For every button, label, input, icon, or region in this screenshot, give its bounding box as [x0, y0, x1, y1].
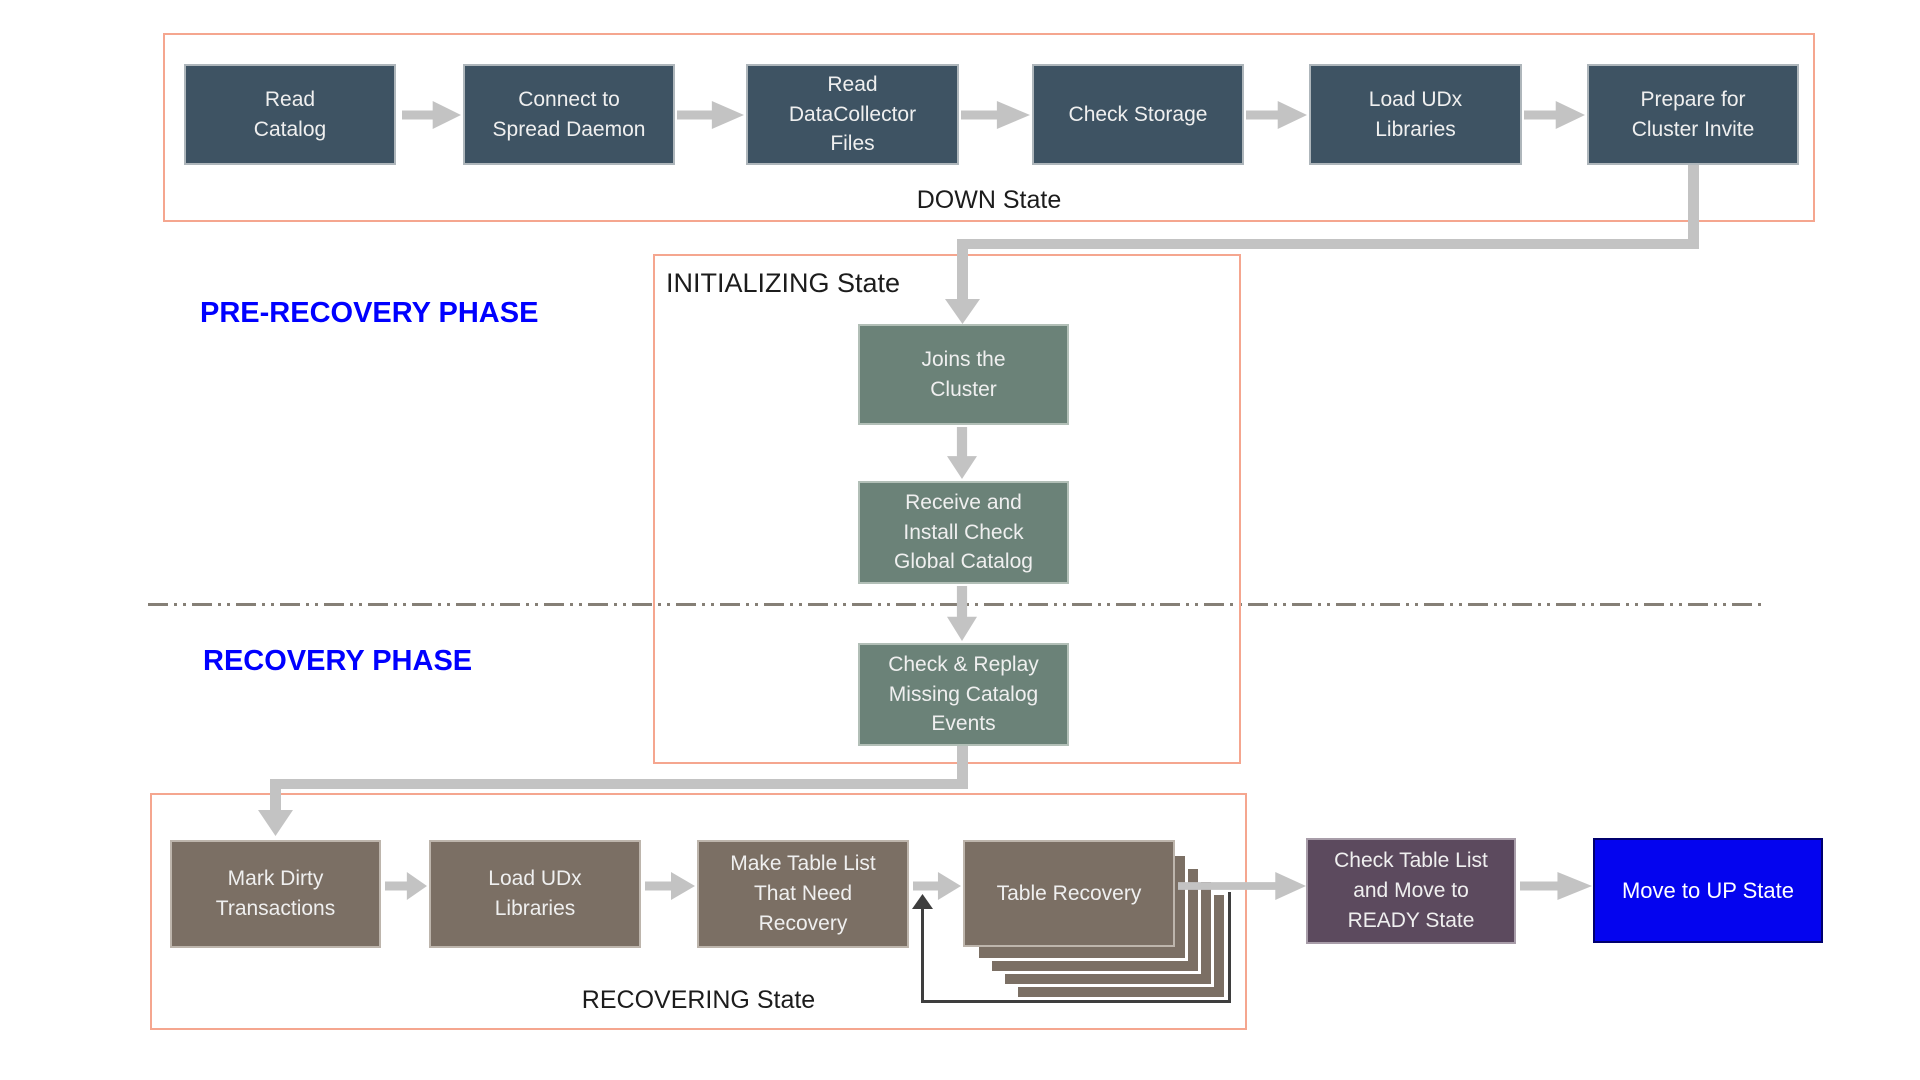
- loop-arrow-segment: [921, 908, 924, 1003]
- recovering-state-label: RECOVERING State: [581, 986, 816, 1014]
- step-check-replay-missing-catalog-events: Check & Replay Missing Catalog Events: [858, 643, 1069, 746]
- step-label: Prepare for Cluster Invite: [1631, 87, 1755, 141]
- flow-arrow-right-icon: [1520, 872, 1592, 900]
- step-mark-dirty-transactions: Mark Dirty Transactions: [170, 840, 381, 948]
- step-connect-spread-daemon: Connect to Spread Daemon: [463, 64, 675, 165]
- loop-arrow-segment: [1228, 892, 1231, 1003]
- step-check-storage: Check Storage: [1032, 64, 1244, 165]
- loop-arrow-segment: [921, 1000, 1231, 1003]
- elbow-arrow-segment: [1688, 165, 1699, 249]
- step-load-udx-libraries-down: Load UDx Libraries: [1309, 64, 1522, 165]
- step-make-table-list: Make Table List That Need Recovery: [697, 840, 909, 948]
- down-state-container: [163, 33, 1815, 222]
- elbow-arrow-segment: [957, 746, 968, 789]
- step-label: Table Recovery: [996, 881, 1142, 905]
- step-label: Mark Dirty Transactions: [215, 867, 336, 920]
- step-label: Read DataCollector Files: [788, 72, 917, 156]
- step-read-datacollector-files: Read DataCollector Files: [746, 64, 959, 165]
- step-receive-install-check-global-catalog: Receive and Install Check Global Catalog: [858, 481, 1069, 584]
- initializing-state-container: [653, 254, 1241, 764]
- down-state-label: DOWN State: [916, 186, 1062, 214]
- step-joins-the-cluster: Joins the Cluster: [858, 324, 1069, 425]
- pre-recovery-phase-label: PRE-RECOVERY PHASE: [200, 297, 539, 329]
- step-label: Check & Replay Missing Catalog Events: [888, 652, 1039, 736]
- step-move-to-up-state: Move to UP State: [1593, 838, 1823, 943]
- step-label: Load UDx Libraries: [488, 867, 582, 920]
- elbow-arrow-segment: [270, 779, 968, 789]
- step-label: Move to UP State: [1621, 877, 1794, 903]
- step-label: Load UDx Libraries: [1368, 87, 1463, 141]
- recovery-phase-label: RECOVERY PHASE: [203, 645, 473, 677]
- initializing-state-label: INITIALIZING State: [666, 268, 901, 298]
- step-label: Receive and Install Check Global Catalog: [894, 490, 1033, 574]
- step-table-recovery: Table Recovery: [963, 840, 1175, 947]
- step-label: Connect to Spread Daemon: [492, 87, 646, 141]
- elbow-arrow-segment: [270, 789, 281, 812]
- elbow-arrow-segment: [957, 239, 968, 301]
- step-read-catalog: Read Catalog: [184, 64, 396, 165]
- step-label: Read Catalog: [253, 87, 327, 141]
- step-label: Joins the Cluster: [921, 347, 1006, 401]
- recovering-state-container: [150, 793, 1247, 1030]
- step-label: Check Table List and Move to READY State: [1334, 849, 1488, 932]
- step-label: Check Storage: [1068, 102, 1208, 126]
- step-label: Make Table List That Need Recovery: [730, 852, 876, 935]
- phase-divider-dashed-line: [148, 603, 1765, 606]
- step-load-udx-libraries-recovering: Load UDx Libraries: [429, 840, 641, 948]
- elbow-arrow-segment: [957, 239, 1699, 249]
- step-prepare-cluster-invite: Prepare for Cluster Invite: [1587, 64, 1799, 165]
- step-check-table-list-ready-state: Check Table List and Move to READY State: [1306, 838, 1516, 944]
